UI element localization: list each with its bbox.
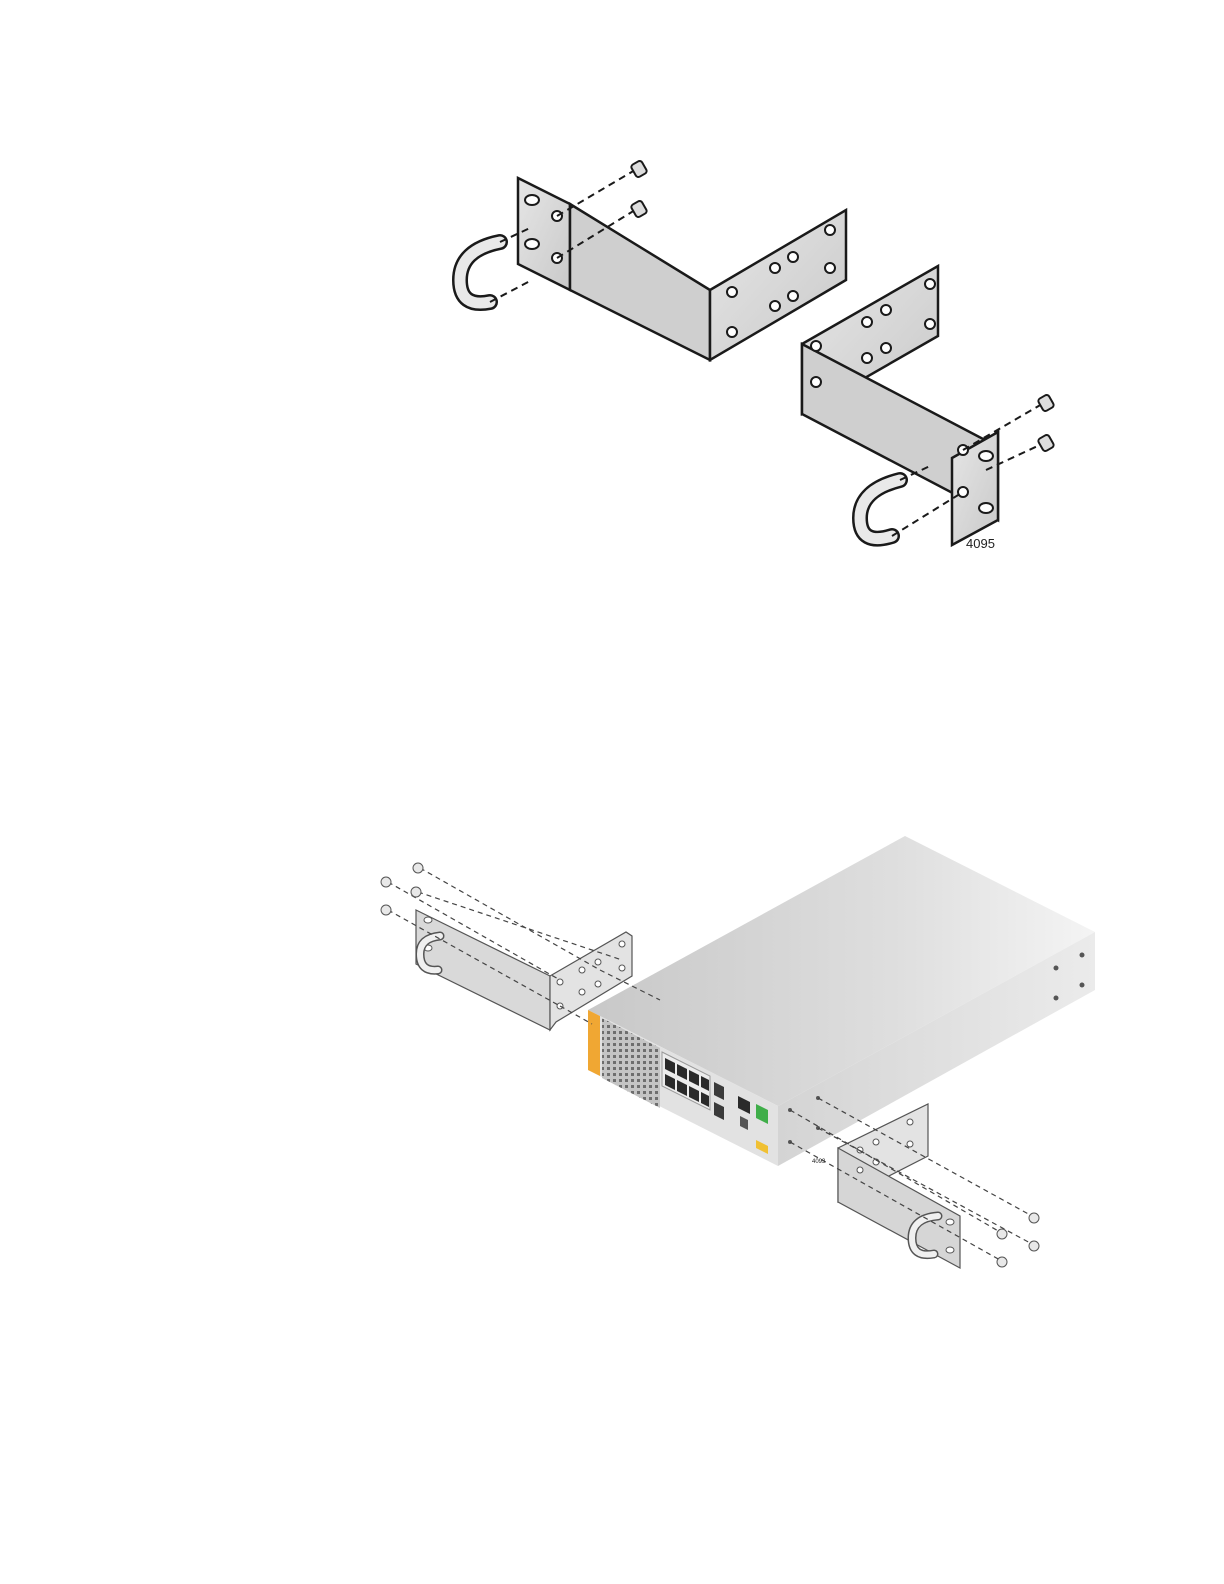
screw-icon	[1029, 1213, 1039, 1223]
screw-icon	[381, 905, 391, 915]
screw-icon	[1029, 1241, 1039, 1251]
screw-icon	[381, 877, 391, 887]
switch-chassis	[588, 836, 1095, 1166]
switch-mounting-figure: 4093	[360, 820, 1120, 1280]
right-bracket	[838, 1104, 960, 1268]
brand-stripe	[588, 1010, 600, 1076]
screw-icon	[997, 1229, 1007, 1239]
figure-id-label: 4093	[812, 1159, 826, 1165]
screw-icon	[630, 160, 647, 178]
figure-id-label: 4095	[966, 536, 995, 551]
screw-icon	[1037, 394, 1054, 412]
right-bracket	[802, 266, 998, 545]
right-handle	[860, 480, 900, 539]
bracket-assembly-figure: 4095	[430, 140, 1090, 580]
screw-icon	[1037, 434, 1054, 452]
screw-icon	[630, 200, 647, 218]
left-handle	[460, 242, 500, 303]
screw-icon	[413, 863, 423, 873]
left-bracket	[518, 178, 846, 360]
screw-icon	[997, 1257, 1007, 1267]
screw-icon	[411, 887, 421, 897]
